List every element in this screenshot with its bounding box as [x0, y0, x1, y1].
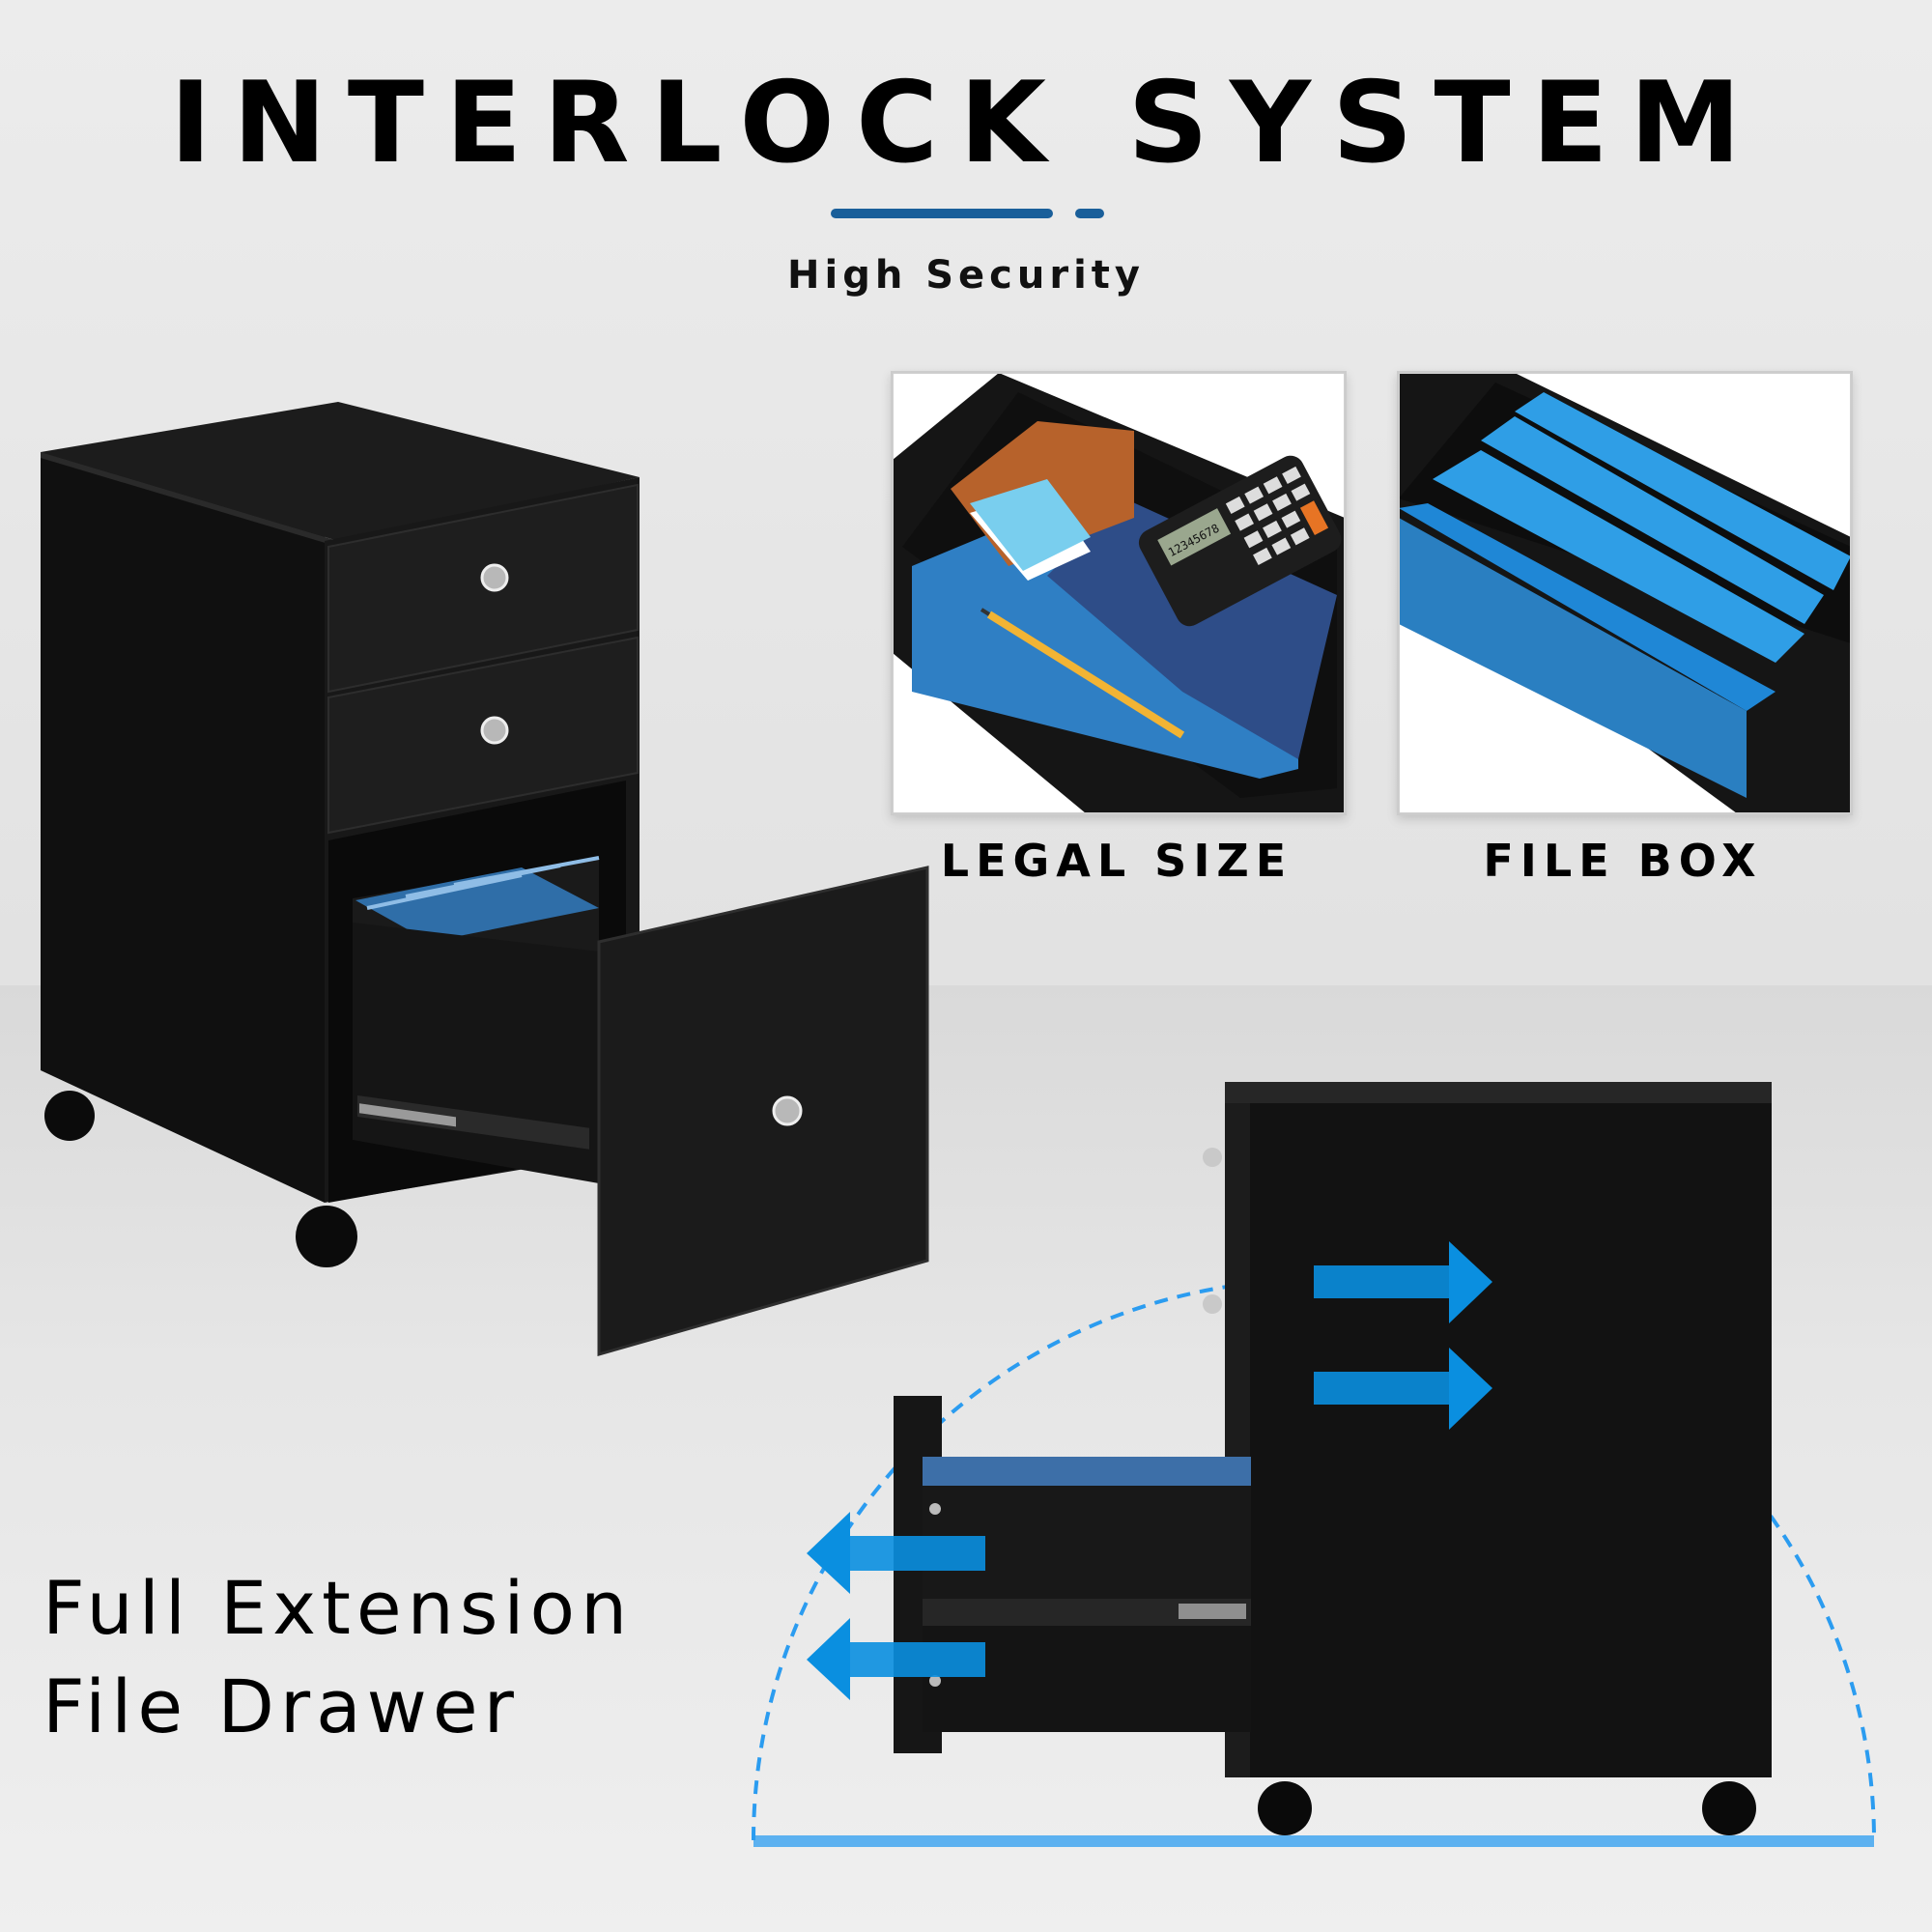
pull-out-arrow-bottom [807, 1618, 985, 1700]
extension-arc [752, 1278, 1876, 1841]
file-box-caption: FILE BOX [1483, 835, 1763, 887]
open-drawer-front [597, 866, 929, 1356]
push-in-arrow-top [1314, 1241, 1492, 1323]
cabinet-side [1225, 1082, 1772, 1777]
title-underline-short [1075, 209, 1104, 218]
calculator: 12345678 [1138, 455, 1342, 627]
push-in-arrow-bottom [1314, 1348, 1492, 1430]
title-underline-long [831, 209, 1053, 218]
file-box-inset [1397, 371, 1853, 815]
feature-label-line2: File Drawer [43, 1663, 520, 1749]
page-title: INTERLOCK SYSTEM [169, 58, 1763, 188]
feature-label-line1: Full Extension [43, 1565, 634, 1651]
legal-size-inset: 12345678 [891, 371, 1347, 815]
page-subtitle: High Security [787, 253, 1145, 298]
legal-size-caption: LEGAL SIZE [940, 835, 1293, 887]
drawer-1 [327, 483, 639, 694]
pull-out-arrow-top [807, 1512, 985, 1594]
